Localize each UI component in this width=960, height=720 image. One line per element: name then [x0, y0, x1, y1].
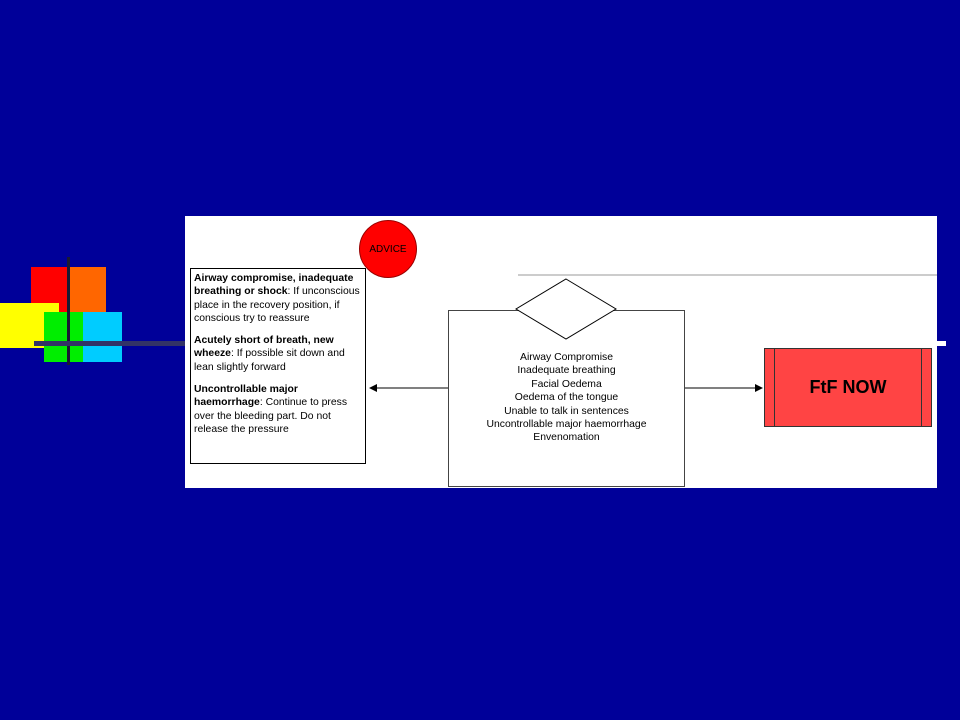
- flowchart-panel: ADVICE Airway compromise, inadequate bre…: [185, 216, 937, 488]
- advice-item-text: : Continue to press over the bleeding pa…: [194, 397, 348, 435]
- advice-item-text: : If unconscious place in the recovery p…: [194, 286, 360, 324]
- advice-circle-label: ADVICE: [369, 243, 407, 255]
- ftf-box-right-bar: [921, 349, 922, 426]
- criteria-item: Facial Oedema: [531, 378, 602, 390]
- ftf-now-label: FtF NOW: [809, 377, 887, 397]
- decor-square-orange: [67, 267, 106, 312]
- criteria-item: Airway Compromise: [520, 352, 613, 363]
- ftf-now-box: FtF NOW: [764, 348, 932, 427]
- advice-box: Airway compromise, inadequate breathing …: [190, 268, 366, 464]
- decision-diamond: [515, 278, 617, 340]
- criteria-box: Airway Compromise Inadequate breathing F…: [448, 310, 685, 487]
- criteria-item: Oedema of the tongue: [514, 392, 619, 404]
- decor-square-green: [44, 312, 83, 362]
- decor-line-horizontal-right: [937, 341, 946, 346]
- advice-item-heading: Airway compromise, inadequate breathing …: [194, 273, 354, 298]
- flowchart-connectors: [369, 274, 937, 392]
- criteria-item: Uncontrollable major haemorrhage: [486, 419, 647, 431]
- criteria-list: Airway Compromise Inadequate breathing F…: [449, 351, 684, 445]
- advice-item-text: : If possible sit down and lean slightly…: [194, 348, 345, 373]
- decor-line-horizontal: [34, 341, 185, 346]
- advice-item-breath: Acutely short of breath, new wheeze: If …: [194, 334, 362, 374]
- criteria-item: Inadequate breathing: [517, 365, 616, 377]
- criteria-item: Unable to talk in sentences: [504, 405, 629, 417]
- advice-circle: ADVICE: [359, 220, 417, 278]
- decor-line-vertical: [67, 257, 70, 365]
- criteria-item: Envenomation: [533, 432, 600, 444]
- advice-item-heading: Acutely short of breath, new wheeze: [194, 335, 334, 360]
- ftf-box-left-bar: [774, 349, 775, 426]
- advice-item-haemorrhage: Uncontrollable major haemorrhage: Contin…: [194, 383, 362, 436]
- decor-square-cyan: [83, 312, 122, 362]
- advice-item-airway: Airway compromise, inadequate breathing …: [194, 272, 362, 325]
- advice-item-heading: Uncontrollable major haemorrhage: [194, 384, 298, 409]
